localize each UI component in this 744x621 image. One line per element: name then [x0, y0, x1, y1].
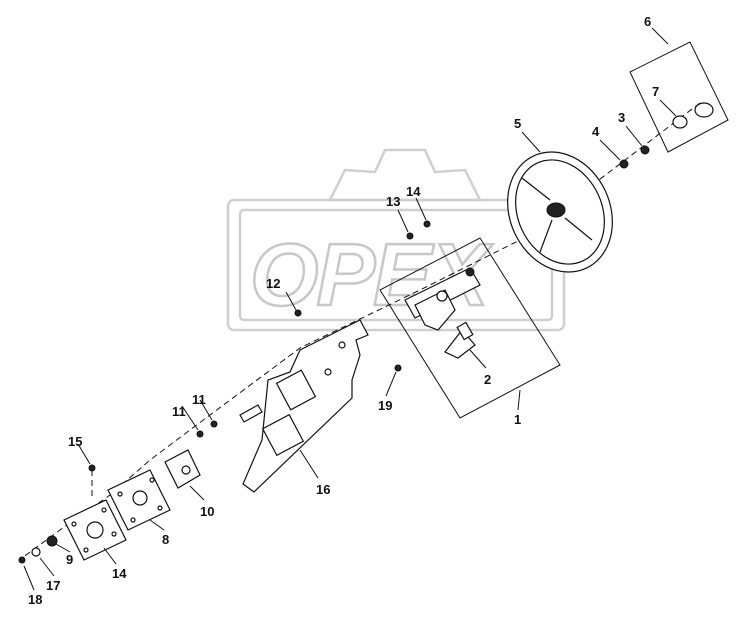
leader-lines — [23, 27, 677, 591]
leader-4 — [599, 139, 621, 161]
base-plate-hole-b — [101, 507, 107, 513]
mounting-plate — [239, 319, 369, 493]
leader-13 — [103, 547, 117, 565]
callout-16: 16 — [316, 482, 330, 497]
callout-1: 1 — [514, 412, 521, 427]
flange-hole-d — [157, 505, 163, 511]
plate-window-lower — [261, 413, 305, 457]
leader-14a — [397, 209, 409, 233]
leader-19 — [385, 371, 397, 397]
leader-9 — [55, 543, 71, 553]
lever-knob — [456, 321, 474, 341]
leader-6 — [651, 27, 669, 45]
callout-14b: 14 — [406, 184, 421, 199]
nut — [640, 145, 650, 155]
flange-hole-c — [130, 517, 136, 523]
callout-19: 19 — [378, 398, 392, 413]
nut-18 — [18, 556, 26, 564]
flange-plate — [107, 469, 171, 531]
leader-3 — [625, 125, 643, 147]
screw-11b — [210, 420, 218, 428]
callout-12: 12 — [266, 276, 280, 291]
leader-18 — [23, 565, 35, 591]
flange-hole-a — [117, 491, 123, 497]
callout-3: 3 — [618, 110, 625, 125]
callout-11a: 11 — [172, 404, 186, 419]
base-plate-hole-a — [71, 521, 77, 527]
leader-11a — [181, 405, 199, 431]
washer-17 — [31, 547, 41, 557]
steering-column — [404, 267, 481, 331]
callout-10: 10 — [200, 504, 214, 519]
column-bearing — [436, 290, 448, 302]
base-plate — [63, 499, 127, 561]
base-plate-hole-c — [83, 547, 89, 553]
callout-4: 4 — [592, 124, 600, 139]
callout-5: 5 — [514, 116, 521, 131]
horn-ring — [672, 115, 688, 129]
flange-hole-b — [149, 477, 155, 483]
leader-15 — [77, 443, 91, 465]
cap-center — [181, 465, 191, 475]
leader-7 — [659, 99, 677, 117]
base-plate-hole-d — [111, 531, 117, 537]
plate-hole-b — [338, 341, 346, 349]
leader-17 — [39, 557, 55, 577]
flange-center-hole — [132, 490, 148, 506]
callout-13: 14 — [112, 566, 127, 581]
steering-wheel — [507, 151, 613, 273]
leader-5 — [521, 131, 541, 153]
callout-labels: 6 7 3 4 5 1 2 13 14 12 19 16 11 11 10 8 … — [28, 14, 659, 607]
watermark-gear — [327, 148, 483, 202]
watermark-logo — [226, 148, 566, 332]
horn-pad-box — [629, 41, 729, 153]
column-box — [379, 237, 561, 419]
bolt-14b — [423, 220, 431, 228]
plate-tab — [239, 404, 263, 423]
callout-11b: 11 — [192, 392, 206, 407]
callout-15: 15 — [68, 434, 82, 449]
leader-8 — [149, 519, 165, 531]
horn-button — [694, 102, 714, 118]
leader-12 — [285, 291, 297, 311]
column-cap — [465, 267, 475, 277]
leader-1 — [517, 389, 521, 411]
callout-14a: 13 — [386, 194, 400, 209]
callout-8: 8 — [162, 532, 169, 547]
callout-7: 7 — [652, 84, 659, 99]
callout-9: 9 — [66, 552, 73, 567]
leader-11b — [199, 399, 213, 421]
washer — [619, 159, 629, 169]
bolt-14a — [406, 232, 414, 240]
base-plate-center — [86, 521, 104, 539]
wheel-spokes — [521, 177, 593, 253]
leader-10 — [189, 485, 205, 501]
plate-window-upper — [275, 369, 317, 411]
leader-2 — [469, 349, 487, 369]
callout-18: 18 — [28, 592, 42, 607]
screw-11a — [196, 430, 204, 438]
gear-9 — [46, 535, 58, 547]
leader-14b — [415, 197, 427, 221]
bolt-12 — [294, 309, 302, 317]
callout-6: 6 — [644, 14, 651, 29]
plate-hole-a — [324, 368, 332, 376]
bolt-19 — [394, 364, 402, 372]
callout-2: 2 — [484, 372, 491, 387]
callout-17: 17 — [46, 578, 60, 593]
wheel-hub — [546, 202, 566, 218]
leader-16 — [299, 449, 319, 479]
